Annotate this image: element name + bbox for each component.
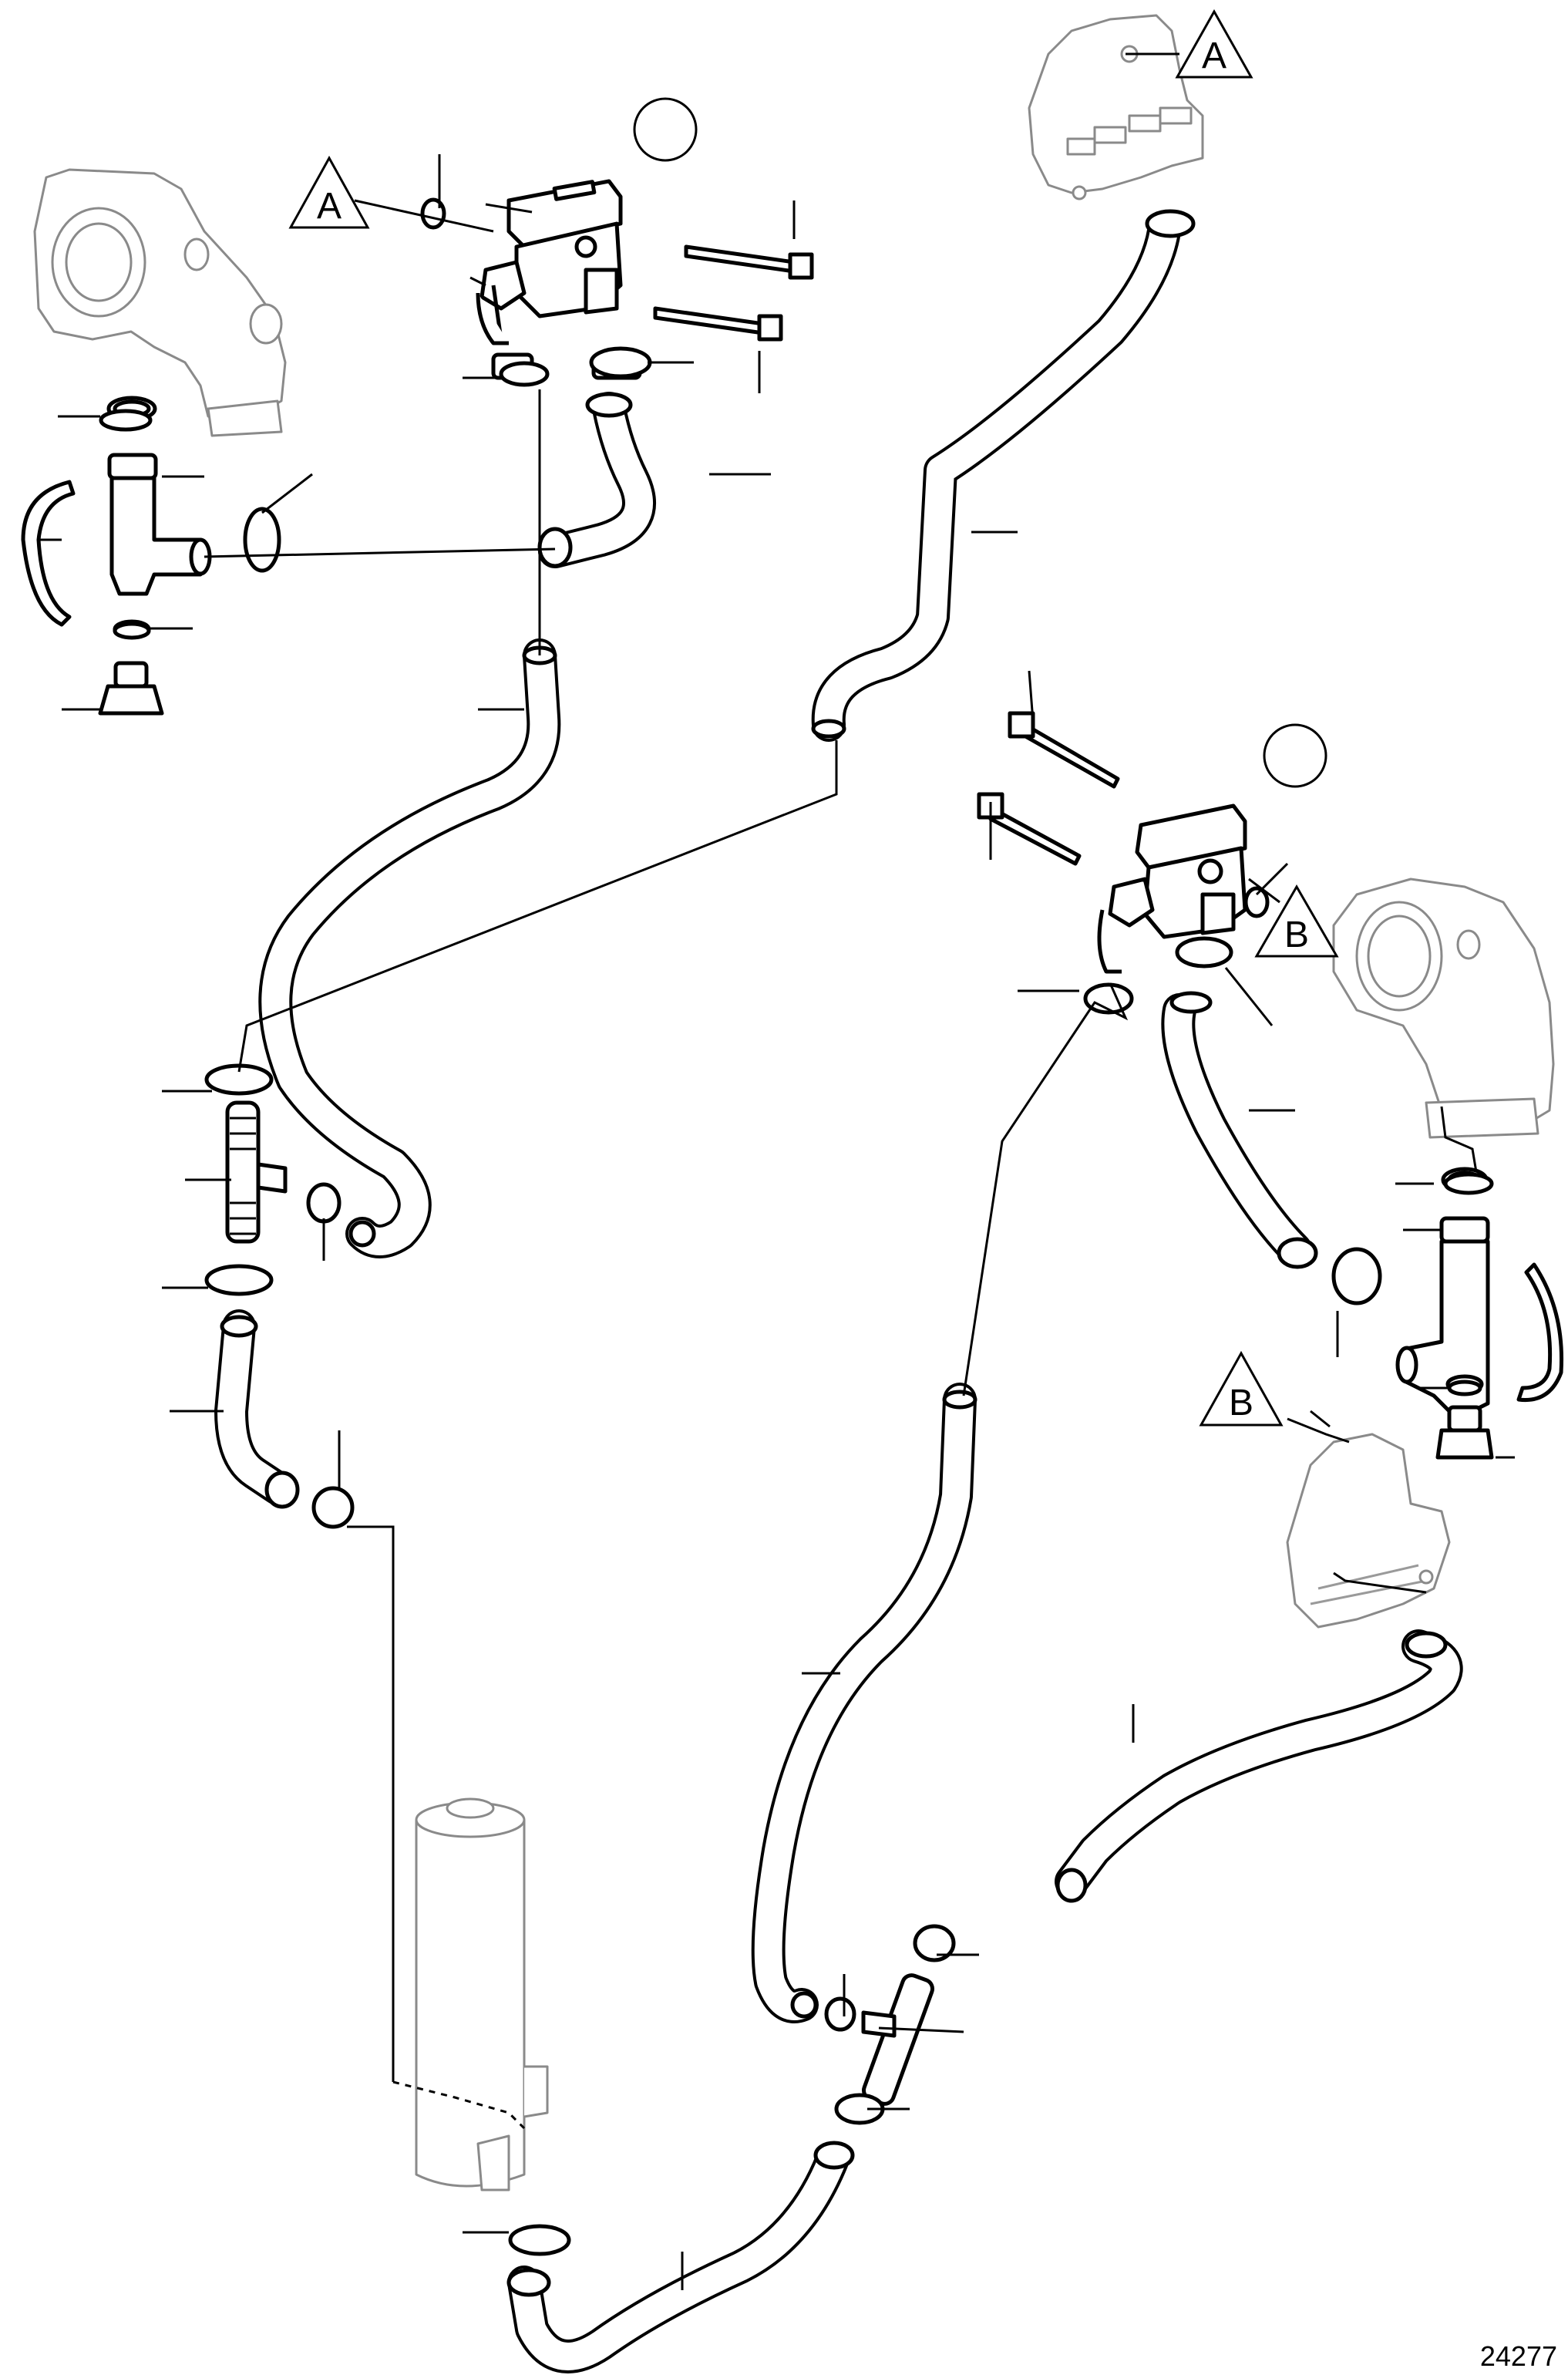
leader-lines [39, 52, 1515, 2290]
reference-label: A [1202, 35, 1226, 76]
hose-end-openings [220, 209, 1448, 2297]
exhaust-elbow-right [1332, 878, 1555, 1139]
hose-right-upper [1161, 993, 1312, 1266]
hose-right-lower-long [1055, 1629, 1463, 1898]
cylinder-component [415, 1797, 549, 2191]
retaining-rings [21, 480, 1564, 1403]
thermostat-housing-right [1097, 803, 1247, 974]
hose-center-long [751, 1383, 977, 2023]
t-fitting-bottom-right [861, 1973, 934, 2106]
reference-label: B [1229, 1383, 1253, 1423]
o-rings [99, 197, 1494, 1396]
hose-left-upper-loop [258, 638, 561, 1258]
dashed-connection [392, 2080, 526, 2130]
reference-label: B [1284, 915, 1309, 955]
reference-marker-b-mid-right: B [1254, 884, 1339, 958]
reference-marker-a-top-right: A [1175, 8, 1253, 79]
reference-marker-a-top-center: A [288, 155, 370, 229]
reference-label: A [317, 186, 342, 227]
t-fitting-left-middle [225, 1100, 288, 1244]
hose-bottom-u [507, 2142, 850, 2373]
bolts [653, 244, 1120, 866]
hose-left-top-elbow [538, 392, 656, 568]
hose-clamps [204, 346, 1382, 2256]
exhaust-manifold-top-right [1028, 14, 1204, 200]
exhaust-elbow-left [33, 168, 287, 437]
t-fitting-right [1395, 1167, 1494, 1460]
figure-number: 24277 [1480, 2340, 1557, 2372]
hose-left-lower-elbow [214, 1309, 294, 1505]
reference-marker-b-lower-right: B [1199, 1350, 1284, 1427]
t-fitting-left-upper [98, 396, 212, 716]
exhaust-manifold-lower-right [1286, 1433, 1451, 1629]
callout-circles [633, 97, 1327, 788]
hose-manifold-to-center [811, 214, 1181, 742]
